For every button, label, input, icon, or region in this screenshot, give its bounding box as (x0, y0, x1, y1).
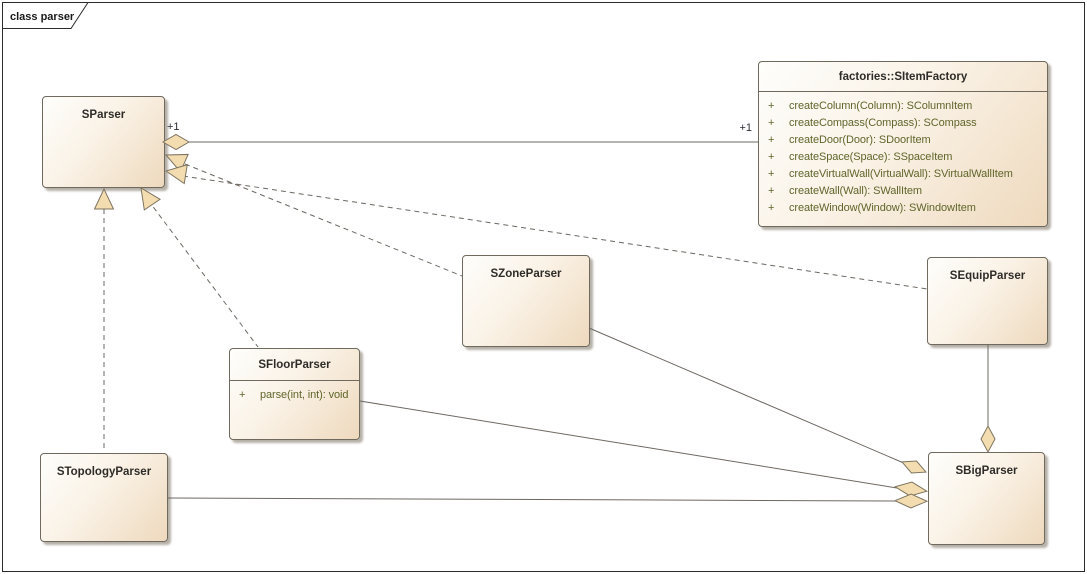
method-signature: createWall(Wall): SWallItem (789, 185, 922, 197)
method-row: + createCompass(Compass): SCompass (759, 115, 1047, 132)
method-row: + createVirtualWall(VirtualWall): SVirtu… (759, 166, 1047, 183)
class-floor-parser[interactable]: SFloorParser + parse(int, int): void (229, 348, 360, 440)
method-list: + createColumn(Column): SColumnItem + cr… (759, 92, 1047, 217)
method-row: + parse(int, int): void (230, 387, 359, 404)
class-name: SFloorParser (230, 349, 359, 381)
method-signature: createSpace(Space): SSpaceItem (789, 151, 953, 163)
class-name: factories::SItemFactory (759, 62, 1047, 92)
method-row: + createColumn(Column): SColumnItem (759, 98, 1047, 115)
class-name: SZoneParser (490, 268, 562, 280)
method-row: + createWindow(Window): SWindowItem (759, 200, 1047, 217)
class-equip-parser[interactable]: SEquipParser (927, 257, 1048, 345)
method-visibility: + (768, 134, 775, 146)
method-row: + createWall(Wall): SWallItem (759, 183, 1047, 200)
method-signature: createColumn(Column): SColumnItem (789, 100, 973, 112)
method-visibility: + (768, 117, 775, 129)
method-visibility: + (768, 202, 775, 214)
class-name: SParser (81, 109, 126, 121)
method-list: + parse(int, int): void (230, 381, 359, 404)
method-visibility: + (768, 185, 775, 197)
method-row: + createSpace(Space): SSpaceItem (759, 149, 1047, 166)
method-signature: parse(int, int): void (260, 389, 349, 401)
method-visibility: + (768, 100, 775, 112)
method-visibility: + (768, 168, 775, 180)
method-signature: createVirtualWall(VirtualWall): SVirtual… (789, 168, 1013, 180)
class-name: STopologyParser (56, 466, 152, 478)
class-item-factory[interactable]: factories::SItemFactory + createColumn(C… (758, 61, 1048, 227)
class-name: SEquipParser (949, 270, 1026, 282)
method-signature: createWindow(Window): SWindowItem (789, 202, 976, 214)
method-row: + createDoor(Door): SDoorItem (759, 132, 1047, 149)
method-signature: createCompass(Compass): SCompass (789, 117, 977, 129)
class-big-parser[interactable]: SBigParser (928, 452, 1045, 545)
class-sparser[interactable]: SParser (42, 96, 165, 188)
class-name: SBigParser (955, 465, 1018, 477)
method-signature: createDoor(Door): SDoorItem (789, 134, 931, 146)
method-visibility: + (768, 151, 775, 163)
method-visibility: + (239, 389, 246, 401)
class-topology-parser[interactable]: STopologyParser (40, 453, 168, 542)
class-zone-parser[interactable]: SZoneParser (462, 255, 590, 347)
